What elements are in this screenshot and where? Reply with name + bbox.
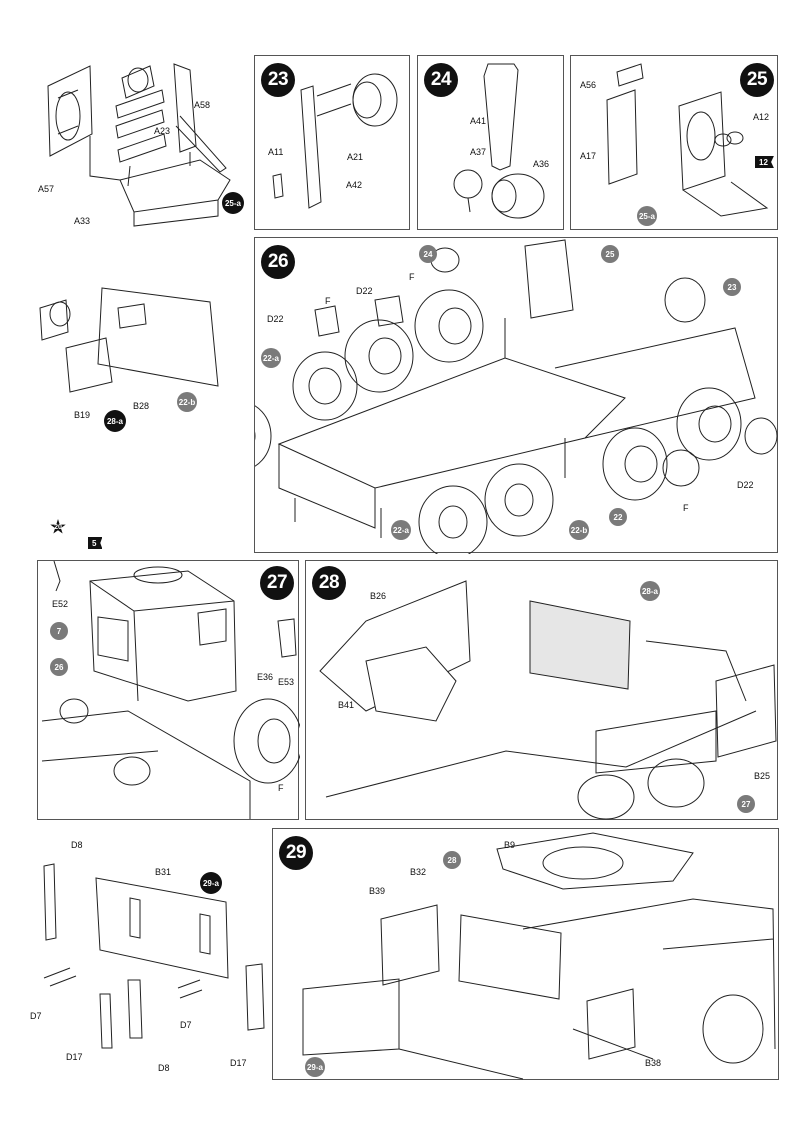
reference-flag-5: 5: [88, 537, 103, 549]
part-label-e53: E53: [278, 677, 295, 687]
part-label-d22-right: D22: [737, 480, 754, 490]
subassembly-badge-22b-bottom: 22-b: [569, 520, 589, 540]
part-label-a37: A37: [470, 147, 487, 157]
step-23-panel: 23 A11 A21 A42: [254, 55, 410, 230]
step-26-panel: 26 D22 D22 F F F D22 24 25 23 22-a 22-b …: [177, 237, 779, 554]
subassembly-29a: D8 B31 D7 D7 D17 D8 D17 29-a: [30, 838, 270, 1074]
step-number-24: 24: [424, 63, 458, 97]
part-label-d7-left: D7: [30, 1011, 42, 1021]
part-label-f: F: [278, 783, 284, 793]
part-label-f-left: F: [325, 296, 331, 306]
part-label-b26: B26: [370, 591, 387, 601]
step-23-drawing: [255, 56, 411, 231]
part-label-a23: A23: [154, 126, 171, 136]
subassembly-badge-22b-left: 22-b: [177, 392, 197, 412]
part-label-d22-left: D22: [267, 314, 284, 324]
part-label-b32: B32: [410, 867, 427, 877]
step-number-23: 23: [261, 63, 295, 97]
step-25-panel: 25 A56 A17 A12 12 25-a: [570, 55, 778, 230]
part-label-b39: B39: [369, 886, 386, 896]
subassembly-badge-23: 23: [723, 278, 741, 296]
part-label-b28: B28: [133, 401, 150, 411]
part-label-a12: A12: [753, 112, 770, 122]
step-27-drawing: [38, 561, 300, 821]
part-label-a57: A57: [38, 184, 55, 194]
part-label-d7-right: D7: [180, 1020, 192, 1030]
subassembly-badge-22a-bottom: 22-a: [391, 520, 411, 540]
step-25-drawing: [571, 56, 779, 231]
part-label-d8-top: D8: [71, 840, 83, 850]
subassembly-badge-28a: 28-a: [104, 410, 126, 432]
subassembly-badge-28: 28: [443, 851, 461, 869]
step-28-panel: 28 B26 B41 B25 28-a 27: [305, 560, 778, 820]
part-label-d17-right: D17: [230, 1058, 247, 1068]
part-label-a21: A21: [347, 152, 364, 162]
step-27-panel: 27 E52 E36 E53 F 7 26 20 5: [37, 519, 300, 821]
subassembly-28a: B19 B28 28-a: [32, 278, 222, 432]
subassembly-badge-22a-top: 22-a: [261, 348, 281, 368]
step-number-26: 26: [261, 245, 295, 279]
subassembly-badge-29a: 29-a: [305, 1057, 325, 1077]
subassembly-badge-24: 24: [419, 245, 437, 263]
part-label-d17-left: D17: [66, 1052, 83, 1062]
part-label-b9: B9: [504, 840, 516, 850]
subassembly-badge-22: 22: [609, 508, 627, 526]
part-label-a58: A58: [194, 100, 211, 110]
step-29-drawing: [273, 829, 780, 1081]
part-label-b38: B38: [645, 1058, 662, 1068]
step-number-25: 25: [740, 63, 774, 97]
part-label-b19: B19: [74, 410, 91, 420]
step-28-drawing: [306, 561, 779, 821]
subassembly-badge-25a: 25-a: [637, 206, 657, 226]
subassembly-29a-drawing: [30, 838, 270, 1074]
subassembly-badge-29a: 29-a: [200, 872, 222, 894]
subassembly-badge-26: 26: [50, 658, 68, 676]
part-label-a11: A11: [268, 147, 284, 157]
subassembly-28a-drawing: [32, 278, 222, 430]
part-label-a17: A17: [580, 151, 597, 161]
part-label-f-mid: F: [409, 272, 415, 282]
part-label-a36: A36: [533, 159, 550, 169]
subassembly-badge-25: 25: [601, 245, 619, 263]
step-number-27: 27: [260, 566, 294, 600]
part-label-b25: B25: [754, 771, 771, 781]
part-label-a56: A56: [580, 80, 597, 90]
part-label-e36: E36: [257, 672, 274, 682]
step-number-28: 28: [312, 566, 346, 600]
step-29-panel: 29 B9 B39 B32 B38 28 29-a: [272, 828, 779, 1080]
part-label-e52: E52: [52, 599, 69, 609]
step-24-drawing: [418, 56, 565, 231]
reference-star-20: 20: [50, 519, 66, 534]
part-label-f-right: F: [683, 503, 689, 513]
part-label-d22-mid: D22: [356, 286, 373, 296]
subassembly-25a-drawing: [30, 56, 252, 236]
subassembly-badge-28a: 28-a: [640, 581, 660, 601]
part-label-b41: B41: [338, 700, 355, 710]
step-number-29: 29: [279, 836, 313, 870]
part-label-b31: B31: [155, 867, 172, 877]
step-24-panel: 24 A41 A37 A36: [417, 55, 564, 230]
subassembly-badge-7: 7: [50, 622, 68, 640]
step-26-drawing: [255, 238, 779, 554]
part-label-a41: A41: [470, 116, 487, 126]
part-label-a42: A42: [346, 180, 363, 190]
reference-flag-12: 12: [755, 156, 774, 168]
part-label-d8-bottom: D8: [158, 1063, 170, 1073]
part-label-a33: A33: [74, 216, 91, 226]
subassembly-badge-27: 27: [737, 795, 755, 813]
subassembly-25a: A58 A23 A57 A33 25-a: [30, 56, 252, 236]
subassembly-badge-25a: 25-a: [222, 192, 244, 214]
